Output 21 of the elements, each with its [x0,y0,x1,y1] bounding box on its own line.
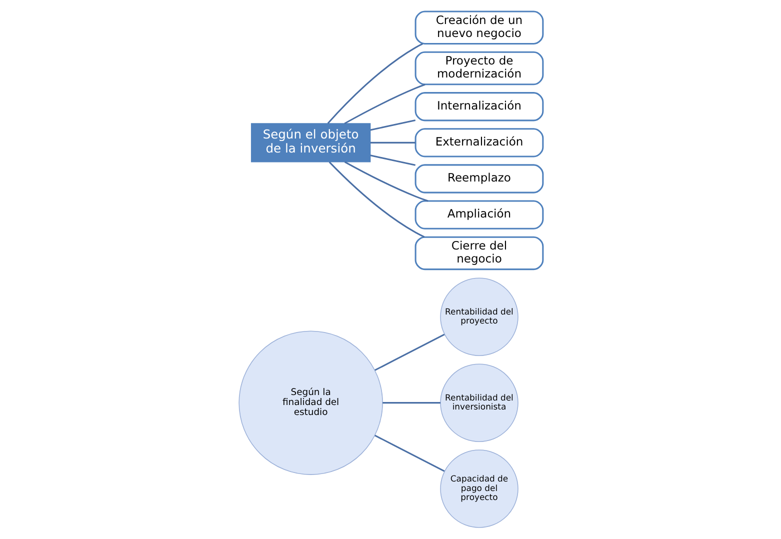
node-box: Externalización [414,128,544,158]
connector [374,334,444,371]
node-box: Según el objeto de la inversión [250,123,370,162]
node-box: Ampliación [414,200,544,230]
node-box: Internalización [414,92,544,122]
connector [374,434,444,472]
connector [370,142,415,144]
connector [344,84,425,124]
node-circle: Rentabilidad del proyecto [440,278,518,356]
connector [370,120,416,131]
node-circle: Según la finalidad del estudio [238,330,382,475]
node-box: Creación de un nuevo negocio [414,10,544,44]
node-circle: Rentabilidad del inversionista [440,364,518,442]
connector [370,154,416,166]
node-box: Cierre del negocio [414,236,544,270]
node-box: Proyecto de modernización [414,51,544,86]
node-circle: Capacidad de pago del proyecto [440,450,518,528]
connector [328,162,424,238]
connector [326,43,422,124]
node-box: Reemplazo [414,164,544,194]
connector [382,402,440,404]
